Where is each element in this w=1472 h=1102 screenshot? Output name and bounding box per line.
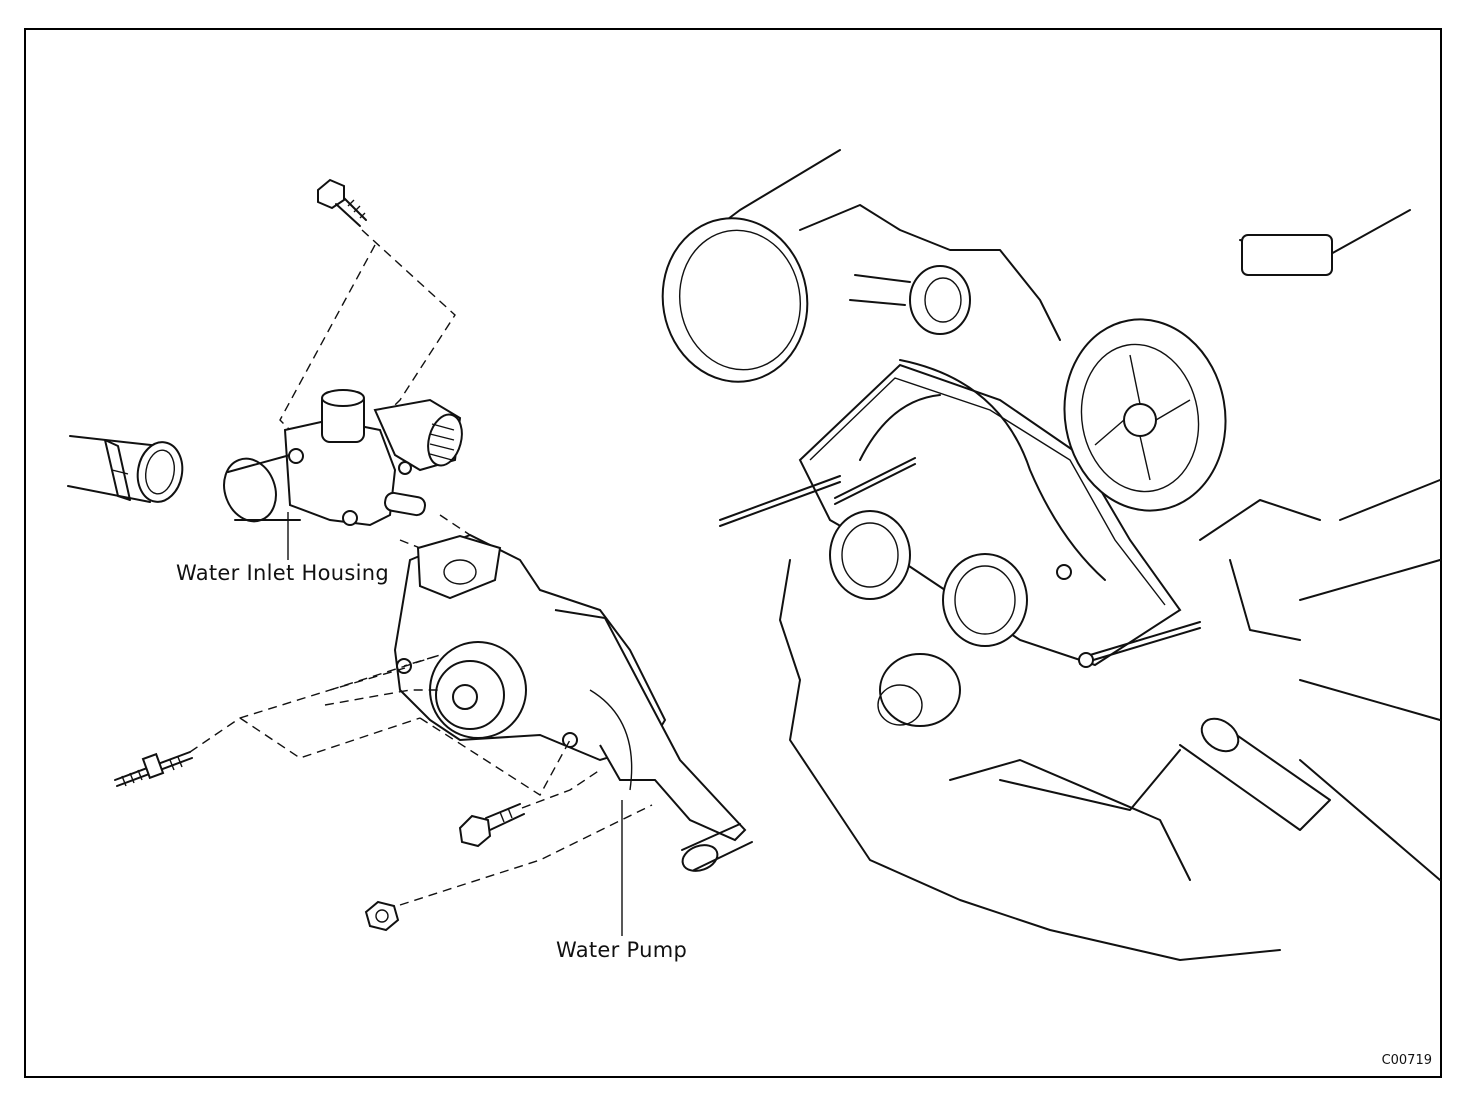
nut [364, 900, 400, 932]
flange-bolt [458, 803, 525, 848]
water-inlet-housing-label: Water Inlet Housing [176, 561, 389, 585]
top-bolt [317, 178, 367, 227]
water-pump-label: Water Pump [556, 938, 688, 962]
stud-guide-line-4 [329, 654, 441, 691]
top-bolt-guide-line [361, 229, 456, 421]
stud-guide-line [189, 667, 406, 753]
diagram-frame [24, 28, 1442, 1078]
figure-code: C00719 [1381, 1053, 1432, 1068]
stud-guide-line-3 [324, 689, 440, 706]
housing-to-pump-guide-2 [399, 539, 421, 549]
stud-bolt [114, 751, 193, 787]
bolt-guide-line-5 [419, 717, 571, 796]
nut-guide-line [399, 804, 653, 906]
water-inlet-housing [223, 389, 463, 527]
flange-bolt-guide-line [521, 769, 601, 809]
housing-to-pump-guide [439, 514, 471, 536]
water-pump-body [393, 533, 753, 872]
engine-block [661, 149, 1441, 961]
stud-guide-line-2 [239, 717, 421, 759]
radiator-hose [67, 435, 184, 503]
